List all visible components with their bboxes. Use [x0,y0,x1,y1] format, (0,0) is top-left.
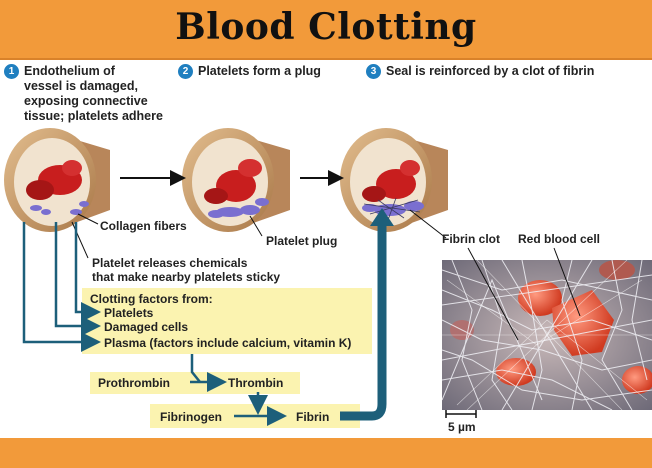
label-red-blood-cell: Red blood cell [518,232,601,246]
factor-plasma: Plasma (factors include calcium, vitamin… [104,336,352,350]
step-1-line-4: tissue; platelets adhere [24,109,163,123]
step-1: 1 Endothelium of vessel is damaged, expos… [4,64,163,124]
step-3: 3 Seal is reinforced by a clot of fibrin [366,64,594,79]
title-banner [0,0,652,60]
footer-banner [0,438,652,468]
label-collagen-fibers: Collagen fibers [100,219,187,233]
label-platelet-releases-2: that make nearby platelets sticky [92,270,281,284]
pointer-platelet-plug [249,215,263,237]
pointer-fibrin-clot-photo [467,247,519,341]
step-number-badge: 1 [4,64,19,79]
page-title: Blood Clotting [175,6,477,48]
vessel-1-damaged [4,128,110,232]
step-2-text: Platelets form a plug [198,64,321,78]
label-platelet-plug: Platelet plug [266,234,338,248]
label-platelet-releases-1: Platelet releases chemicals [92,256,248,270]
cascade-fibrin: Fibrin [296,410,330,424]
factor-platelets: Platelets [104,306,154,320]
step-number-badge: 3 [366,64,381,79]
pointer-red-blood-cell [553,247,581,317]
step-1-line-1: Endothelium of [24,64,115,78]
step-number-badge: 2 [178,64,193,79]
clotting-factors-heading: Clotting factors from: [90,292,213,306]
pointer-fibrin-clot [409,209,447,239]
line-factors-to-cascade [190,354,201,383]
pointer-platelet-releases [71,221,89,259]
vessel-3-fibrin-seal [340,128,448,232]
arrow-head-fibrin-to-clot [370,208,394,226]
label-fibrin-clot: Fibrin clot [442,232,500,246]
step-1-line-3: exposing connective [24,94,148,108]
step-3-text: Seal is reinforced by a clot of fibrin [386,64,595,78]
factor-damaged-cells: Damaged cells [104,320,189,334]
cascade-fibrinogen: Fibrinogen [160,410,222,424]
step-2: 2 Platelets form a plug [178,64,321,79]
clotting-factors-box [82,288,372,354]
arrow-fibrin-to-clot [340,222,387,421]
cascade-thrombin: Thrombin [228,376,284,390]
fibrin-clot-micrograph [442,260,652,410]
cascade-prothrombin: Prothrombin [98,376,170,390]
vessel-2-platelet-plug [182,128,290,232]
label-scale: 5 µm [448,420,476,434]
arrow-platelets [74,222,101,322]
arrow-plasma [22,222,101,352]
pointer-collagen [77,213,99,225]
arrow-damaged-cells [54,222,101,336]
step-1-line-2: vessel is damaged, [24,79,138,93]
